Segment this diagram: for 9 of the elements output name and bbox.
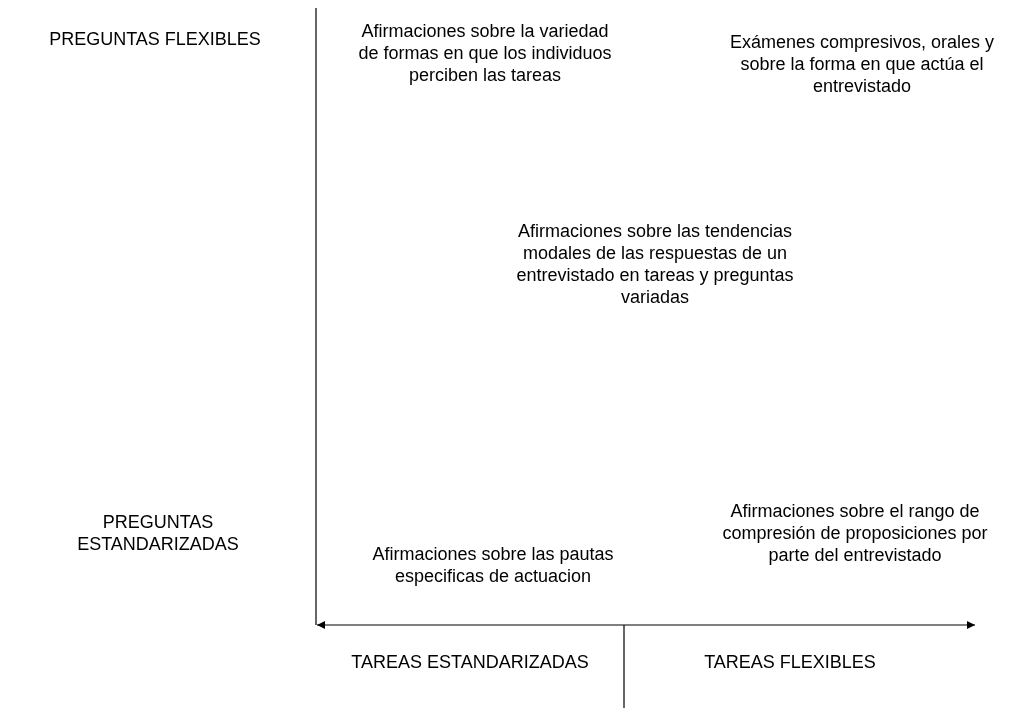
quadrant-text: Afirmaciones sobre las tendencias modales de las respuestas de un entrevistado en tareas y preguntas variadas [515,220,795,308]
quadrant-text: Afirmaciones sobre las pautas especificas de actuacion [371,543,615,587]
quadrant-text: Exámenes compresivos, orales y sobre la forma en que actúa el entrevistado [728,31,996,97]
axis-label: PREGUNTAS ESTANDARIZADAS [76,511,240,555]
quadrant-text: Afirmaciones sobre la variedad de formas en que los individuos perciben las tareas [357,20,613,86]
axis-label: TAREAS ESTANDARIZADAS [350,651,590,673]
axis-label: TAREAS FLEXIBLES [703,651,877,673]
axis-label: PREGUNTAS FLEXIBLES [48,28,262,50]
quadrant-text: Afirmaciones sobre el rango de compresión de proposiciones por parte del entrevistado [721,500,989,566]
